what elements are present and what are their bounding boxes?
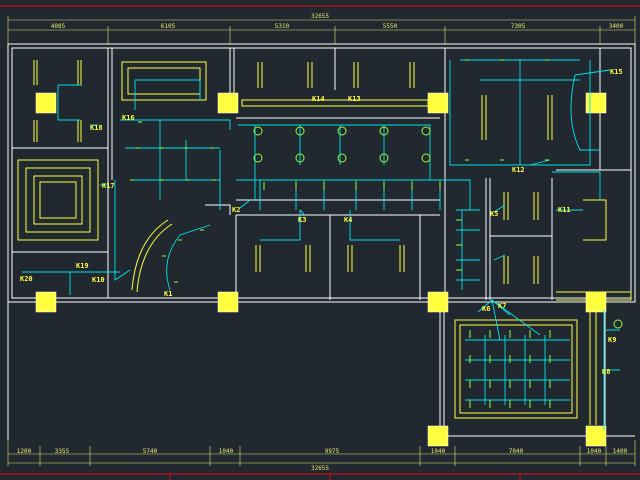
- switch-label: K16: [122, 114, 135, 122]
- furniture: [17, 60, 632, 425]
- walls: [7, 43, 636, 440]
- dim-bottom-seg: 9975: [325, 448, 340, 455]
- dim-bottom-seg: 1200: [17, 448, 32, 455]
- switch-label: K14: [312, 95, 325, 103]
- switch-labels: K16 K18 K17 K19 K10 K20 K14 K13 K2 K3 K4…: [20, 68, 623, 376]
- dim-bottom-seg: 1400: [613, 448, 628, 455]
- switch-label: K5: [490, 210, 498, 218]
- switch-label: K13: [348, 95, 361, 103]
- dim-top-seg: 3400: [609, 23, 624, 30]
- dim-bottom-segments: 1200 3355 5740 1040 9975 1040 7040 1040 …: [17, 448, 628, 455]
- switch-label: K11: [558, 206, 571, 214]
- switch-label: K3: [298, 216, 306, 224]
- switch-label: K15: [610, 68, 623, 76]
- dimension-top: [7, 16, 636, 44]
- switch-label: K2: [232, 206, 240, 214]
- dim-top-segments: 4085 6105 5310 5550 7305 3400: [51, 23, 624, 30]
- dim-top-seg: 4085: [51, 23, 66, 30]
- switch-label: K12: [512, 166, 525, 174]
- switch-label: K4: [344, 216, 352, 224]
- dim-top-seg: 7305: [511, 23, 526, 30]
- switch-label: K6: [482, 305, 490, 313]
- dim-top-seg: 5550: [383, 23, 398, 30]
- dim-bottom-seg: 7040: [509, 448, 524, 455]
- dim-bottom-seg: 5740: [143, 448, 158, 455]
- dim-bottom-seg: 1040: [219, 448, 234, 455]
- drawing-frame: [0, 5, 640, 480]
- dim-bottom-seg: 1040: [431, 448, 446, 455]
- switch-label: K1: [164, 290, 172, 298]
- switch-label: K9: [608, 336, 616, 344]
- dim-bottom-total: 32655: [311, 465, 329, 472]
- dimension-bottom: [7, 440, 636, 466]
- dim-top-seg: 5310: [275, 23, 290, 30]
- dim-bottom-seg: 1040: [587, 448, 602, 455]
- switch-label: K20: [20, 275, 33, 283]
- wiring: [22, 59, 620, 430]
- switch-label: K17: [102, 182, 115, 190]
- switch-label: K18: [90, 124, 103, 132]
- dim-top-total: 32655: [311, 13, 329, 20]
- switch-label: K7: [498, 302, 506, 310]
- light-fixtures: [130, 59, 623, 408]
- switch-label: K10: [92, 276, 105, 284]
- switch-label: K19: [76, 262, 89, 270]
- dim-top-seg: 6105: [161, 23, 176, 30]
- columns: [35, 92, 607, 447]
- switch-label: K8: [602, 368, 610, 376]
- dim-bottom-seg: 3355: [55, 448, 70, 455]
